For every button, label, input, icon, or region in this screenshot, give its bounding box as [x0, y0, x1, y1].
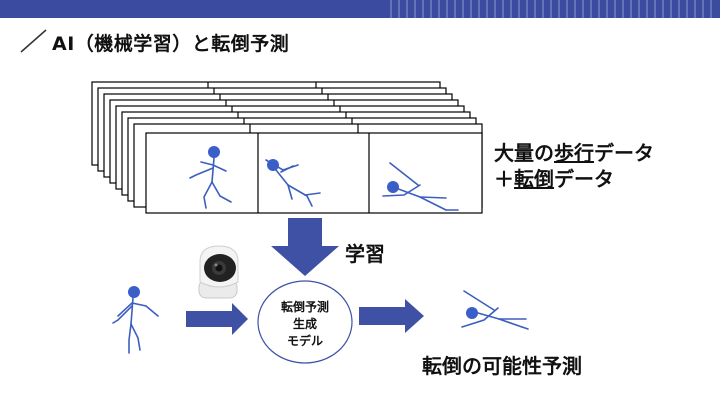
- model-label-line1: 転倒予測: [280, 300, 329, 314]
- model-label-line2: 生成: [292, 317, 317, 331]
- fall-suffix: データ: [554, 167, 614, 191]
- model-label: 転倒予測 生成 モデル: [257, 299, 353, 350]
- walking-prefix: 大量の: [494, 141, 554, 165]
- title-slash-decoration: [20, 29, 47, 53]
- walking-suffix: データ: [594, 141, 654, 165]
- header-band: [0, 0, 720, 18]
- output-arrow: [359, 299, 424, 333]
- dataset-label: 大量の歩行データ ＋転倒データ: [494, 140, 654, 192]
- learning-arrow: [271, 218, 339, 276]
- walking-person-icon: [112, 286, 159, 354]
- security-camera-icon: [198, 245, 239, 299]
- input-arrow: [186, 303, 248, 335]
- fall-underlined: 転倒: [514, 167, 554, 191]
- stumbling-figure-frame2: [265, 159, 321, 207]
- walking-underlined: 歩行: [554, 141, 594, 165]
- fall-data-line: ＋転倒データ: [494, 166, 654, 192]
- walking-figure-frame1: [189, 146, 232, 209]
- model-label-line3: モデル: [286, 334, 323, 348]
- walking-data-line: 大量の歩行データ: [494, 140, 654, 166]
- fallen-person-icon: [461, 290, 529, 330]
- data-frame-front: [145, 132, 483, 214]
- data-frame-stack: [91, 81, 483, 214]
- learn-label: 学習: [345, 242, 385, 266]
- page-title: AI（機械学習）と転倒予測: [52, 33, 290, 55]
- fall-prefix: ＋: [494, 167, 514, 191]
- result-label: 転倒の可能性予測: [422, 354, 582, 378]
- model-ellipse: [257, 280, 353, 364]
- fallen-figure-frame3: [382, 162, 459, 211]
